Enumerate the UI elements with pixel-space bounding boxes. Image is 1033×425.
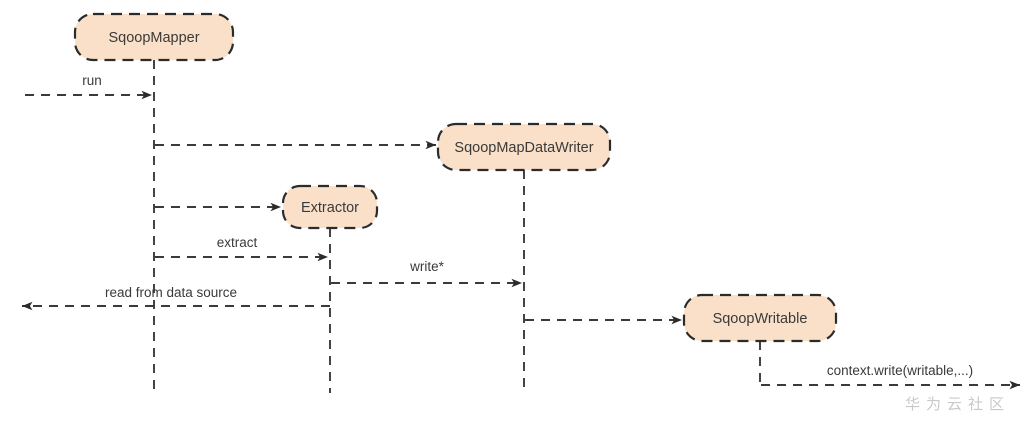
participant-sqoop-mapper[interactable]: SqoopMapper (73, 12, 235, 62)
participant-extractor[interactable]: Extractor (281, 184, 379, 230)
message-extract: extract (155, 235, 328, 262)
message-label-read-from-data-source: read from data source (105, 285, 237, 300)
message-label-context-write: context.write(writable,...) (827, 363, 973, 378)
participant-label-sqoop-writable: SqoopWritable (713, 311, 808, 327)
message-label-extract: extract (217, 235, 258, 250)
participant-box-extractor[interactable] (281, 184, 379, 230)
participant-label-extractor: Extractor (301, 200, 359, 216)
watermark-layer: 华为云社区 (905, 395, 1010, 413)
participant-sqoop-map-data-writer[interactable]: SqoopMapDataWriter (436, 122, 612, 172)
participant-label-sqoop-mapper: SqoopMapper (108, 30, 199, 46)
participant-box-sqoop-map-data-writer[interactable] (436, 122, 612, 172)
message-read-from-data-source: read from data source (22, 285, 330, 311)
participant-box-sqoop-mapper[interactable] (73, 12, 235, 62)
participant-label-sqoop-map-data-writer: SqoopMapDataWriter (454, 140, 593, 156)
participant-box-sqoop-writable[interactable] (682, 293, 838, 343)
message-write: write* (331, 259, 522, 288)
lifelines-layer (153, 60, 761, 393)
messages-layer: run extract write* read from data source con… (22, 73, 1020, 390)
message-run: run (25, 73, 152, 100)
message-context-write: context.write(writable,...) (761, 363, 1020, 390)
watermark-label: 华为云社区 (905, 395, 1010, 413)
message-label-write: write* (409, 259, 445, 274)
participant-sqoop-writable[interactable]: SqoopWritable (682, 293, 838, 343)
message-label-run: run (82, 73, 102, 88)
